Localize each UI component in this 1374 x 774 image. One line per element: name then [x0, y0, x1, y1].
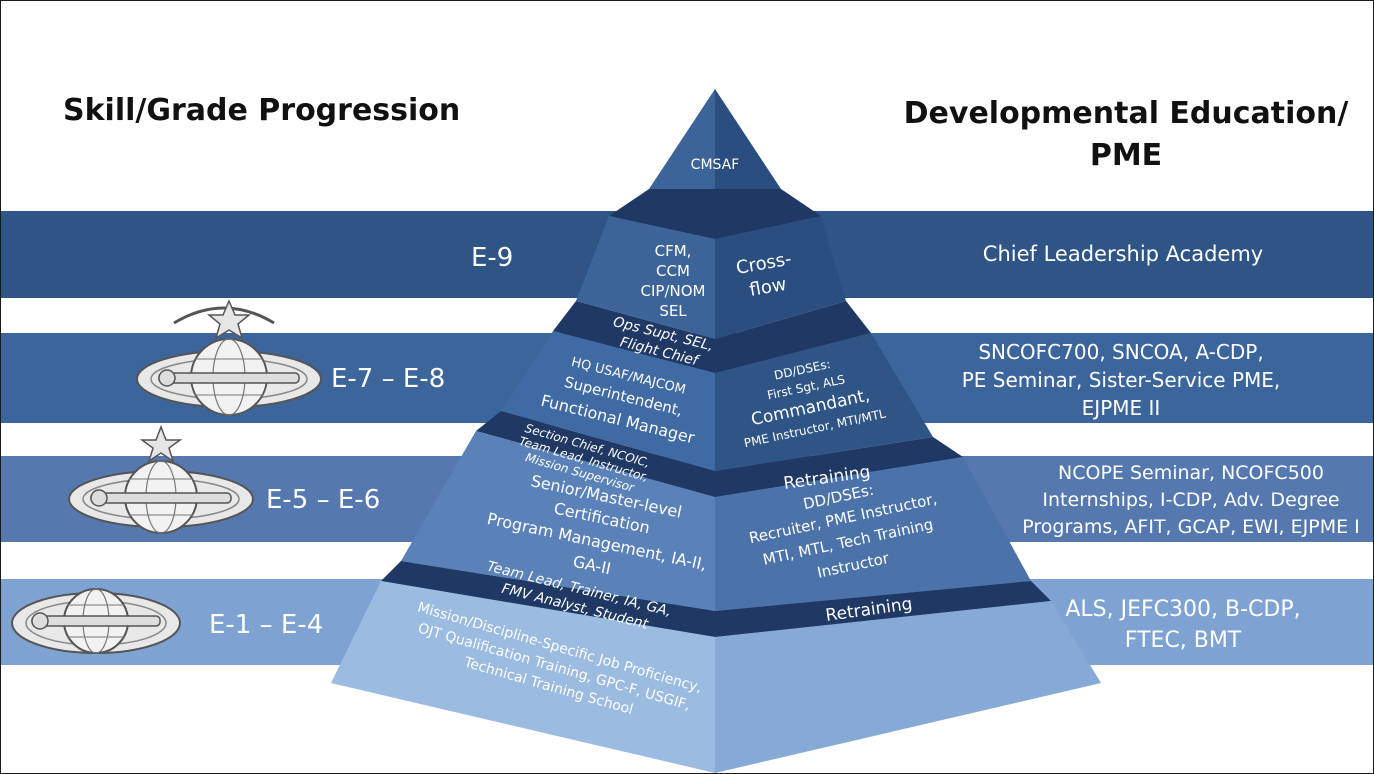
- pyramid-divider-e7-e8: [476, 411, 963, 497]
- tier-e9-left-line: SEL: [659, 302, 687, 320]
- pyramid-tier-e1-e4-right: [715, 601, 1101, 773]
- education-e5-e6-line: Internships, I-CDP, Adv. Degree: [1042, 489, 1339, 511]
- education-e5-e6-line: NCOPE Seminar, NCOFC500: [1058, 462, 1324, 484]
- pyramid-apex-right: [715, 89, 781, 189]
- tier-e9-left-text: CFM, CCM CIP/NOM SEL: [641, 242, 706, 320]
- education-e1-e4-line: FTEC, BMT: [1125, 628, 1242, 653]
- pyramid-tier-e7-e8-right: [715, 333, 933, 471]
- pyramid-tier-e7-e8-left: [501, 331, 715, 471]
- pyramid-tier-e9-left: [576, 216, 715, 339]
- pyramid-tier-e5-e6-left: [401, 431, 715, 611]
- apex-label: CMSAF: [691, 157, 740, 173]
- education-e7-e8: SNCOFC700, SNCOA, A-CDP, PE Seminar, Sis…: [962, 340, 1281, 420]
- grade-e1-e4-label: E-1 – E-4: [209, 610, 323, 640]
- grade-e9-label: E-9: [471, 243, 513, 273]
- basic-badge-icon: [11, 588, 181, 654]
- pyramid-apex-left: [649, 89, 715, 189]
- tier-e9-left-line: CCM: [656, 262, 690, 280]
- tier-e9-left-line: CIP/NOM: [641, 282, 706, 300]
- education-e7-e8-line: PE Seminar, Sister-Service PME,: [962, 368, 1281, 392]
- senior-badge-star-icon: [68, 424, 254, 534]
- left-heading: Skill/Grade Progression: [63, 93, 461, 128]
- pyramid-divider-e5-e6: [381, 561, 1051, 637]
- education-e1-e4: ALS, JEFC300, B-CDP, FTEC, BMT: [1065, 597, 1300, 653]
- education-e9: Chief Leadership Academy: [983, 242, 1263, 266]
- education-e7-e8-line: SNCOFC700, SNCOA, A-CDP,: [978, 340, 1263, 364]
- education-e5-e6: NCOPE Seminar, NCOFC500 Internships, I-C…: [1022, 462, 1359, 538]
- education-e1-e4-line: ALS, JEFC300, B-CDP,: [1065, 597, 1300, 622]
- senior-badge-wreath-star-icon: [136, 299, 322, 416]
- pyramid-tier-e9-right: [715, 216, 846, 339]
- pyramid-divider-e9: [553, 301, 871, 373]
- pyramid-divider-top: [609, 189, 821, 239]
- pyramid-tier-e5-e6-right: [715, 457, 1031, 611]
- education-e5-e6-line: Programs, AFIT, GCAP, EWI, EJPME I: [1022, 516, 1359, 538]
- right-heading: Developmental Education/ PME: [891, 93, 1361, 177]
- education-e7-e8-line: EJPME II: [1082, 396, 1161, 420]
- tier-e9-left-line: CFM,: [655, 242, 692, 260]
- right-heading-line2: PME: [1089, 138, 1163, 173]
- pyramid-tier-e1-e4-left: [331, 581, 715, 773]
- grade-e7-e8-label: E-7 – E-8: [331, 364, 445, 394]
- grade-e5-e6-label: E-5 – E-6: [266, 485, 380, 515]
- right-heading-line1: Developmental Education/: [903, 96, 1349, 131]
